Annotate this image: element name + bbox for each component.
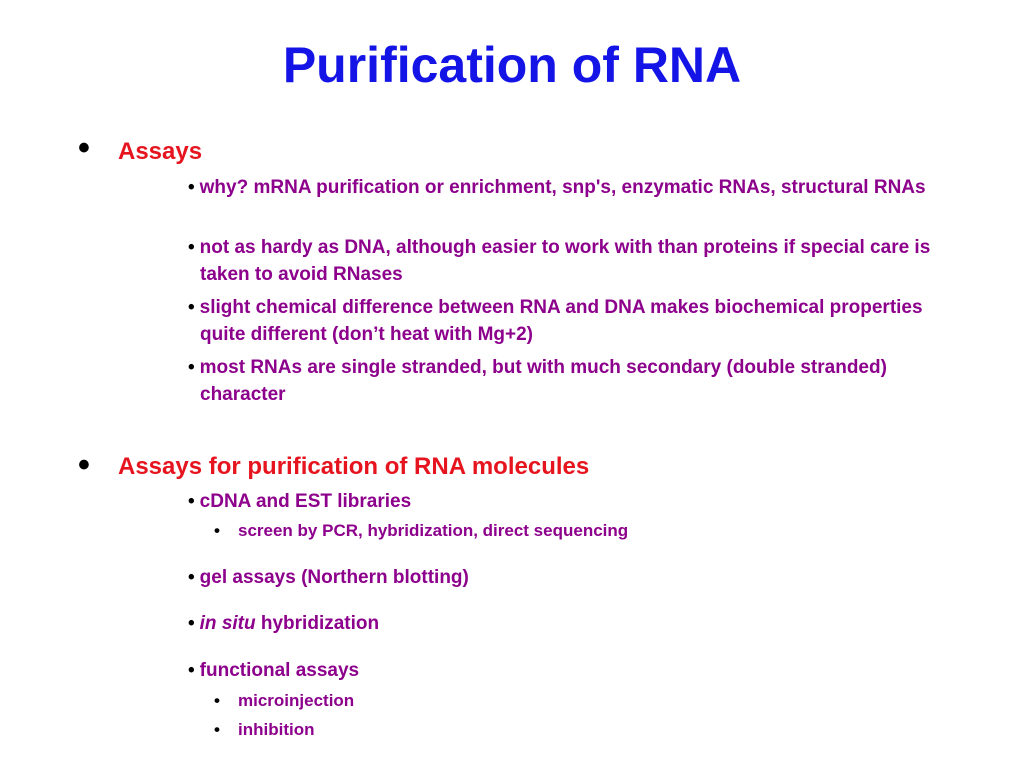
bullet-icon: •	[78, 129, 90, 167]
sub-list-item-text: microinjection	[238, 691, 355, 710]
list-item-italic-text: in situ	[199, 613, 256, 634]
bullet-icon: •	[214, 521, 220, 540]
bullet-icon: •	[188, 567, 195, 588]
sub-list-item-text: inhibition	[238, 720, 315, 739]
bullet-icon: •	[214, 691, 220, 710]
list-item: •functional assays	[188, 657, 960, 684]
section-heading: Assays for purification of RNA molecules	[118, 453, 590, 480]
bullet-icon: •	[188, 613, 195, 634]
slide-title: Purification of RNA	[282, 37, 742, 93]
list-item: •why? mRNA purification or enrichment, s…	[188, 174, 960, 201]
list-item-text: hybridization	[255, 613, 380, 634]
sub-list-item: • screen by PCR, hybridization, direct se…	[214, 520, 628, 542]
bullet-icon: •	[188, 357, 195, 378]
bullet-icon: •	[78, 446, 90, 484]
bullet-icon: •	[188, 660, 195, 681]
list-item-text: functional assays	[199, 660, 360, 681]
bullet-icon: •	[188, 177, 195, 198]
list-item-text: gel assays (Northern blotting)	[199, 567, 469, 588]
list-item-text: slight chemical difference between RNA a…	[199, 297, 923, 345]
list-item-text: cDNA and EST libraries	[199, 491, 412, 512]
list-item: •not as hardy as DNA, although easier to…	[188, 234, 960, 288]
list-item-text: most RNAs are single stranded, but with …	[199, 357, 887, 405]
sub-list-item: • microinjection	[214, 690, 354, 712]
list-item: •in situ hybridization	[188, 610, 960, 637]
list-item: •gel assays (Northern blotting)	[188, 564, 960, 591]
list-item-text: why? mRNA purification or enrichment, sn…	[199, 177, 926, 198]
list-item: •cDNA and EST libraries	[188, 488, 960, 515]
sub-list-item-text: screen by PCR, hybridization, direct seq…	[238, 521, 629, 540]
list-item-text: not as hardy as DNA, although easier to …	[199, 237, 931, 285]
list-item: •slight chemical difference between RNA …	[188, 294, 960, 348]
bullet-icon: •	[188, 491, 195, 512]
bullet-icon: •	[188, 297, 195, 318]
bullet-icon: •	[188, 237, 195, 258]
list-item: •most RNAs are single stranded, but with…	[188, 354, 960, 408]
bullet-icon: •	[214, 720, 220, 739]
section-heading: Assays	[118, 138, 203, 165]
sub-list-item: • inhibition	[214, 719, 314, 741]
